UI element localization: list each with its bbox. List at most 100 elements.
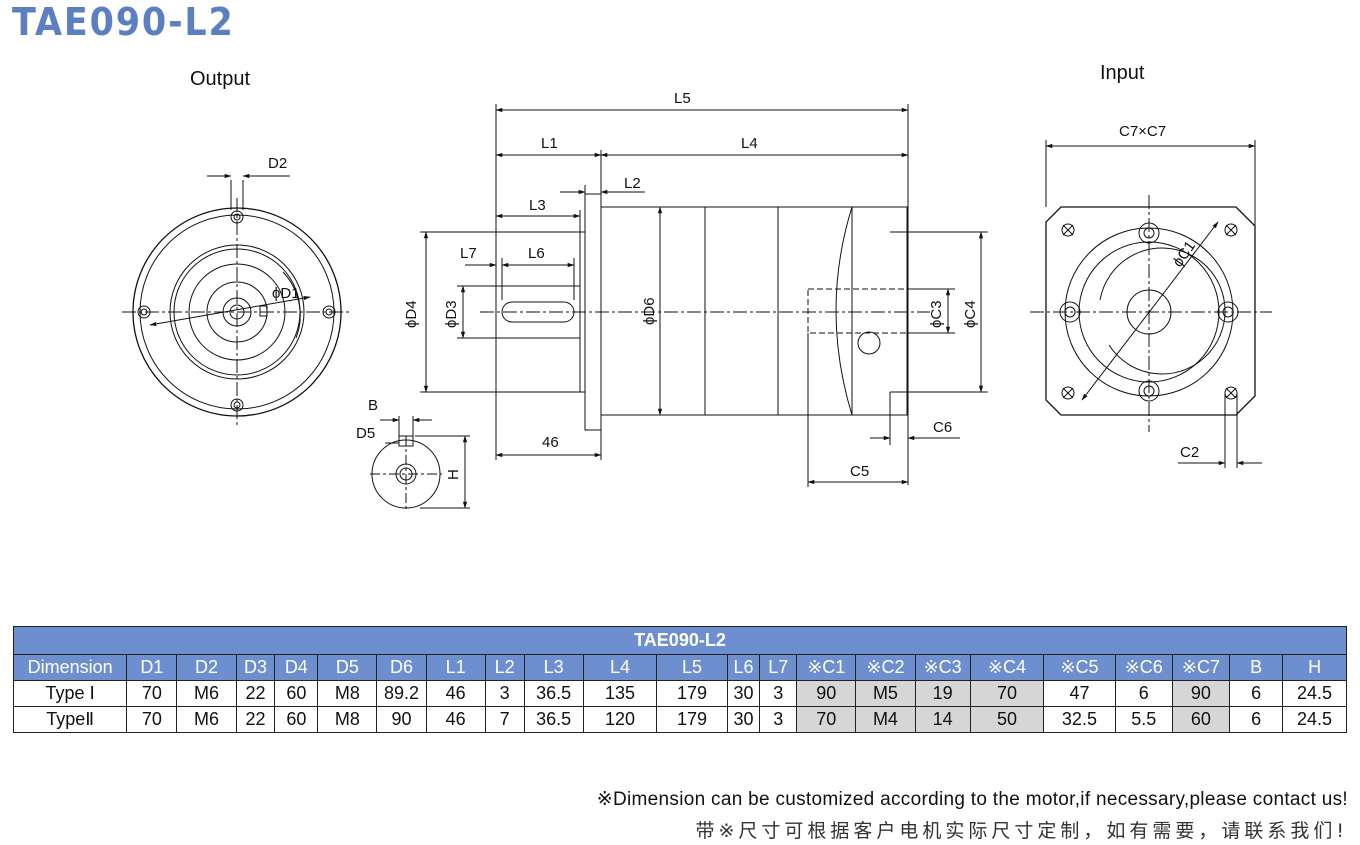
header-cell: H [1282, 654, 1347, 681]
dim-L7-label: L7 [460, 245, 477, 262]
key-section-view [370, 416, 470, 512]
dim-D6-label: ϕD6 [641, 297, 658, 325]
table-cell: 24.5 [1282, 706, 1347, 733]
header-cell: L2 [484, 654, 525, 681]
table-cell: 47 [1043, 680, 1116, 707]
customization-note-cn: 带※尺寸可根据客户电机实际尺寸定制，如有需要，请联系我们! [695, 820, 1348, 842]
header-cell: D6 [376, 654, 427, 681]
table-cell: 70 [969, 680, 1045, 707]
table-cell: 89.2 [376, 680, 427, 707]
table-cell: 90 [376, 706, 427, 733]
header-cell: D4 [274, 654, 319, 681]
table-cell: 36.5 [523, 706, 584, 733]
table-cell: M6 [176, 706, 237, 733]
table-cell: 22 [235, 706, 276, 733]
table-cell: 120 [582, 706, 658, 733]
table-cell: TypeⅡ [12, 706, 128, 733]
table-cell: 3 [759, 680, 798, 707]
header-cell: D1 [126, 654, 178, 681]
table-cell: 90 [1171, 680, 1231, 707]
dim-L2-label: L2 [624, 175, 641, 192]
dim-C2-label: C2 [1180, 444, 1199, 461]
table-cell: 22 [235, 680, 276, 707]
table-cell: 24.5 [1282, 680, 1347, 707]
table-cell: 135 [582, 680, 658, 707]
table-cell: 5.5 [1114, 706, 1173, 733]
table-cell: 90 [796, 680, 857, 707]
table-cell: 6 [1229, 680, 1284, 707]
dim-D2-label: D2 [268, 155, 287, 172]
table-cell: Type Ⅰ [12, 680, 128, 707]
header-cell: L3 [523, 654, 584, 681]
table-cell: 3 [484, 680, 525, 707]
table-cell: 60 [274, 706, 319, 733]
table-cell: M8 [317, 706, 378, 733]
header-cell: ※C2 [855, 654, 916, 681]
table-cell: M6 [176, 680, 237, 707]
table-cell: 7 [484, 706, 525, 733]
output-view [122, 173, 352, 425]
table-cell: 30 [726, 680, 761, 707]
table-cell: 46 [425, 706, 486, 733]
dim-C7-label: C7×C7 [1119, 123, 1166, 140]
dim-C4-label: ϕC4 [962, 300, 979, 328]
table-title: TAE090-L2 [13, 626, 1347, 655]
table-cell: 70 [796, 706, 857, 733]
page-title: TAE090-L2 [12, 0, 235, 44]
input-view [1030, 140, 1272, 468]
table-cell: 60 [274, 680, 319, 707]
table-cell: 70 [126, 680, 178, 707]
dimension-table: TAE090-L2 Dimension D1 D2 D3 D4 D5 D6 L1… [12, 626, 1347, 733]
table-cell: 32.5 [1043, 706, 1116, 733]
header-cell: ※C7 [1171, 654, 1231, 681]
dim-B-label: B [368, 397, 378, 414]
header-cell: L5 [656, 654, 728, 681]
table-cell: 6 [1114, 680, 1173, 707]
header-cell: B [1229, 654, 1284, 681]
table-cell: 179 [656, 680, 728, 707]
dim-C3-label: ϕC3 [928, 300, 945, 328]
header-cell: D3 [235, 654, 276, 681]
header-cell: L7 [759, 654, 798, 681]
table-cell: 6 [1229, 706, 1284, 733]
dim-C6-label: C6 [933, 419, 952, 436]
header-cell: ※C3 [914, 654, 971, 681]
header-cell: ※C5 [1043, 654, 1116, 681]
header-cell: ※C6 [1114, 654, 1173, 681]
customization-note-en: ※Dimension can be customized according t… [596, 789, 1348, 810]
table-cell: 19 [914, 680, 971, 707]
table-title-row: TAE090-L2 [13, 626, 1347, 655]
header-cell: D5 [317, 654, 378, 681]
dim-46-label: 46 [542, 434, 559, 451]
dim-L5-label: L5 [674, 90, 691, 107]
input-view-label: Input [1100, 62, 1145, 84]
table-cell: 36.5 [523, 680, 584, 707]
dim-L4-label: L4 [741, 135, 758, 152]
dim-L1-label: L1 [541, 135, 558, 152]
table-cell: M5 [855, 680, 916, 707]
table-row: Type Ⅰ 70 M6 22 60 M8 89.2 46 3 36.5 135… [12, 680, 1347, 707]
table-cell: 70 [126, 706, 178, 733]
header-cell: Dimension [12, 654, 128, 681]
table-header-row: Dimension D1 D2 D3 D4 D5 D6 L1 L2 L3 L4 … [12, 654, 1347, 681]
table-cell: 14 [914, 706, 971, 733]
table-cell: M4 [855, 706, 916, 733]
dim-L6-label: L6 [528, 245, 545, 262]
dim-L3-label: L3 [529, 197, 546, 214]
dim-C5-label: C5 [850, 463, 869, 480]
table-cell: 3 [759, 706, 798, 733]
side-view [420, 104, 988, 487]
header-cell: ※C1 [796, 654, 857, 681]
table-cell: 30 [726, 706, 761, 733]
header-cell: L1 [425, 654, 486, 681]
output-view-label: Output [190, 68, 251, 90]
table-cell: 179 [656, 706, 728, 733]
table-cell: 50 [969, 706, 1045, 733]
header-cell: ※C4 [969, 654, 1045, 681]
technical-drawing: D2 ϕD1 L5 L1 L4 L2 L3 L7 L6 46 ϕD4 ϕD3 ϕ… [122, 90, 1272, 512]
dim-D1-label: ϕD1 [272, 285, 300, 302]
table-row: TypeⅡ 70 M6 22 60 M8 90 46 7 36.5 120 17… [12, 706, 1347, 733]
dim-D3-label: ϕD3 [443, 300, 460, 328]
dim-C1-label: ϕC1 [1169, 238, 1199, 270]
table-cell: 46 [425, 680, 486, 707]
